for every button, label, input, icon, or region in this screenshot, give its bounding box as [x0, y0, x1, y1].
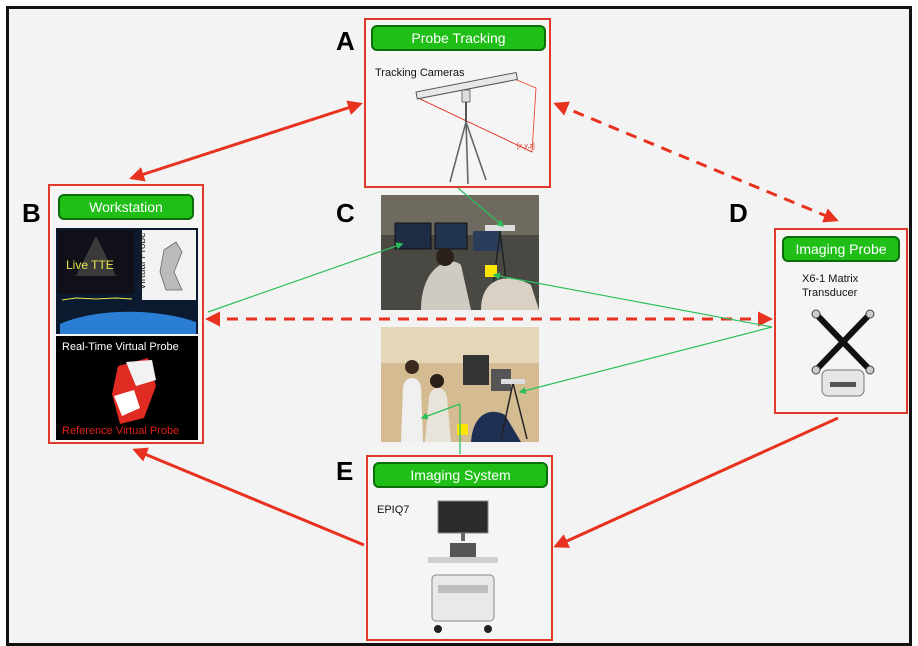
matrix-transducer-illustration	[811, 309, 875, 397]
imaging-system-title: Imaging System	[373, 462, 548, 488]
workstation-panel: Workstation Live TTE Virtual Probe Real-	[48, 184, 204, 444]
label-a: A	[336, 26, 355, 56]
live-tte-label: Live TTE	[66, 258, 114, 272]
label-b: B	[22, 198, 41, 228]
imaging-system-panel: Imaging System EPIQ7	[366, 455, 553, 641]
epiq7-caption: EPIQ7	[377, 504, 410, 516]
probe-tracking-panel: Probe Tracking Tracking Cameras [x,y,z]	[364, 18, 551, 188]
coordinate-label: [x,y,z]	[517, 143, 535, 150]
arrow-a-d	[553, 101, 839, 223]
arrow-d-e	[553, 416, 839, 548]
link-tracking-camera	[457, 187, 505, 227]
link-probe-bottom	[518, 326, 773, 395]
imaging-probe-panel: Imaging Probe X6-1 Matrix Transducer	[774, 228, 908, 414]
arrow-e-b	[132, 447, 365, 547]
transducer-caption-line2: Transducer	[802, 287, 858, 299]
imaging-probe-title: Imaging Probe	[782, 236, 900, 262]
transducer-caption-line1: X6-1 Matrix	[802, 273, 859, 285]
workstation-screen-image: Live TTE Virtual Probe	[56, 228, 198, 334]
tracking-cameras-caption: Tracking Cameras	[375, 67, 465, 79]
arrow-a-b	[129, 100, 363, 182]
label-e: E	[336, 456, 354, 486]
ultrasound-machine-illustration	[428, 500, 498, 633]
label-c: C	[336, 198, 355, 228]
setup-photo-top	[381, 195, 539, 310]
workstation-title: Workstation	[58, 194, 194, 220]
virtual-probe-render: Real-Time Virtual Probe Reference Virtua…	[56, 336, 198, 440]
link-system-screen	[420, 403, 461, 420]
reference-virtual-probe-label: Reference Virtual Probe	[62, 425, 180, 437]
link-workstation-screen	[207, 242, 404, 313]
setup-photo-bottom	[381, 327, 539, 442]
realtime-virtual-probe-label: Real-Time Virtual Probe	[62, 341, 179, 353]
probe-tracking-title: Probe Tracking	[371, 25, 546, 51]
link-probe-top	[492, 272, 773, 328]
tracking-camera-illustration	[415, 71, 537, 185]
